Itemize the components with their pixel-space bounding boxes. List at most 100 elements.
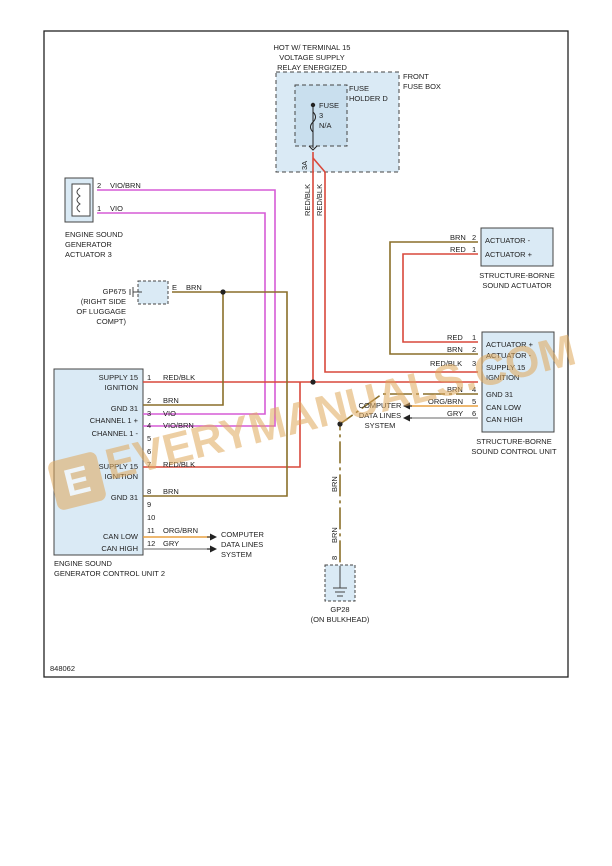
sbs-pin-6: 6 <box>472 409 476 418</box>
front-fuse-box-label-2: FUSE BOX <box>403 82 441 91</box>
actuator-terminal-plus: ACTUATOR + <box>485 250 533 259</box>
wire-vio-brn <box>97 189 276 427</box>
esg-pin-3: 3 <box>147 409 151 418</box>
gp675-pin: E <box>172 283 177 292</box>
wire-brn-pin2 <box>143 292 224 406</box>
sbs-label-1: STRUCTURE-BORNE <box>476 437 551 446</box>
esg-terminal-gnd31-2: GND 31 <box>111 493 138 502</box>
sbs-terminal-actuator-minus: ACTUATOR - <box>486 351 532 360</box>
esg-pin-10: 10 <box>147 513 155 522</box>
fuse-label-2: 3 <box>319 111 323 120</box>
hot-label-line-1: HOT W/ TERMINAL 15 <box>274 43 351 52</box>
figure-number: 848062 <box>50 664 75 673</box>
esg-control-label-1: ENGINE SOUND <box>54 559 113 568</box>
esg-wire-red-blk-2: RED/BLK <box>163 460 195 469</box>
sbs-terminal-supply: SUPPLY 15 <box>486 363 525 372</box>
gp28-brn-label: BRN <box>330 527 339 543</box>
splice-dot <box>337 421 343 427</box>
wire-label-red-blk-2: RED/BLK <box>315 184 324 216</box>
esg-wire-brn-2: BRN <box>163 487 179 496</box>
esg-actuator-pin-2: 2 <box>97 181 101 190</box>
esg-actuator-label-2: GENERATOR <box>65 240 112 249</box>
gp675-ground <box>129 280 169 305</box>
computer-data-right-1: COMPUTER <box>359 401 403 410</box>
actuator-terminal-minus: ACTUATOR - <box>485 236 531 245</box>
esg-terminal-can-low: CAN LOW <box>103 532 139 541</box>
sbs-pin-2: 2 <box>472 345 476 354</box>
sbs-pin-1: 1 <box>472 333 476 342</box>
wire-brn-actuator <box>389 241 478 355</box>
sbs-wire-red: RED <box>447 333 463 342</box>
esg-terminal-supply-1: SUPPLY 15 <box>99 373 138 382</box>
esg-pin-5: 5 <box>147 434 151 443</box>
fuse-rating: 3A <box>300 161 309 170</box>
front-fuse-box-label-1: FRONT <box>403 72 429 81</box>
gp28-wire-label: BRN <box>330 476 339 492</box>
esg-wire-red-blk-1: RED/BLK <box>163 373 195 382</box>
fuse-holder-label-1: FUSE <box>349 84 369 93</box>
gp675-wire: BRN <box>186 283 202 292</box>
sbs-terminal-can-high: CAN HIGH <box>486 415 523 424</box>
esg-actuator-3 <box>64 177 94 223</box>
esg-pin-6: 6 <box>147 447 151 456</box>
esg-terminal-supply-2: SUPPLY 15 <box>99 462 138 471</box>
structure-borne-sound-actuator-box <box>480 227 554 267</box>
wire-brn-gnd31 <box>339 393 478 565</box>
hot-label-line-2: VOLTAGE SUPPLY <box>279 53 344 62</box>
sbs-pin-3: 3 <box>472 359 476 368</box>
esg-pin-7: 7 <box>147 460 151 469</box>
esg-terminal-gnd31-1: GND 31 <box>111 404 138 413</box>
esg-terminal-ignition-1: IGNITION <box>105 383 138 392</box>
actuator-label-2: SOUND ACTUATOR <box>482 281 552 290</box>
esg-wire-vio: VIO <box>163 409 176 418</box>
computer-data-bottom-1: COMPUTER <box>221 530 265 539</box>
esg-pin-2: 2 <box>147 396 151 405</box>
esg-actuator-label-3: ACTUATOR 3 <box>65 250 112 259</box>
esg-pin-4: 4 <box>147 421 151 430</box>
gp675-label-1: GP675 <box>103 287 126 296</box>
gp675-label-2: (RIGHT SIDE <box>81 297 126 306</box>
computer-data-right-2: DATA LINES <box>359 411 401 420</box>
gp28-label-1: GP28 <box>330 605 349 614</box>
computer-data-bottom-3: SYSTEM <box>221 550 252 559</box>
sbs-terminal-gnd31: GND 31 <box>486 390 513 399</box>
esg-terminal-ignition-2: IGNITION <box>105 472 138 481</box>
gp675-label-4: COMPT) <box>96 317 126 326</box>
front-fuse-box <box>275 71 400 173</box>
computer-data-right-3: SYSTEM <box>365 421 396 430</box>
esg-wire-org-brn: ORG/BRN <box>163 526 198 535</box>
actuator-wire-red: RED <box>450 245 466 254</box>
fuse-label-3: N/A <box>319 121 332 130</box>
esg-pin-8: 8 <box>147 487 151 496</box>
esg-pin-11: 11 <box>147 526 155 535</box>
fuse-label-1: FUSE <box>319 101 339 110</box>
esg-actuator-pin-1: 1 <box>97 204 101 213</box>
sbs-wire-org-brn: ORG/BRN <box>428 397 463 406</box>
gp675-label-3: OF LUGGAGE <box>76 307 126 316</box>
actuator-pin-1: 1 <box>472 245 476 254</box>
hot-label-line-3: RELAY ENERGIZED <box>277 63 347 72</box>
structure-borne-sound-control-unit-box <box>481 331 555 433</box>
sbs-wire-gry: GRY <box>447 409 463 418</box>
sbs-wire-brn: BRN <box>447 345 463 354</box>
esg-actuator-wire-vio-brn: VIO/BRN <box>110 181 141 190</box>
esg-wire-brn-1: BRN <box>163 396 179 405</box>
esg-actuator-label-1: ENGINE SOUND <box>65 230 124 239</box>
watermark-logo-icon <box>48 452 106 510</box>
esg-pin-12: 12 <box>147 539 155 548</box>
gp28-label-2: (ON BULKHEAD) <box>311 615 370 624</box>
sbs-pin-5: 5 <box>472 397 476 406</box>
fuse-symbol <box>310 111 316 133</box>
connector-chevron <box>308 145 318 151</box>
wire-red-blk-feed-2 <box>312 157 478 373</box>
sbs-wire-red-blk: RED/BLK <box>430 359 462 368</box>
esg-control-label-2: GENERATOR CONTROL UNIT 2 <box>54 569 165 578</box>
gp28-pin: 8 <box>330 556 339 560</box>
sbs-label-2: SOUND CONTROL UNIT <box>471 447 557 456</box>
actuator-label-1: STRUCTURE-BORNE <box>479 271 554 280</box>
gp28-ground <box>324 564 356 602</box>
actuator-wire-brn: BRN <box>450 233 466 242</box>
wires <box>97 152 478 565</box>
esg-terminal-channel-plus: CHANNEL 1 + <box>90 416 139 425</box>
